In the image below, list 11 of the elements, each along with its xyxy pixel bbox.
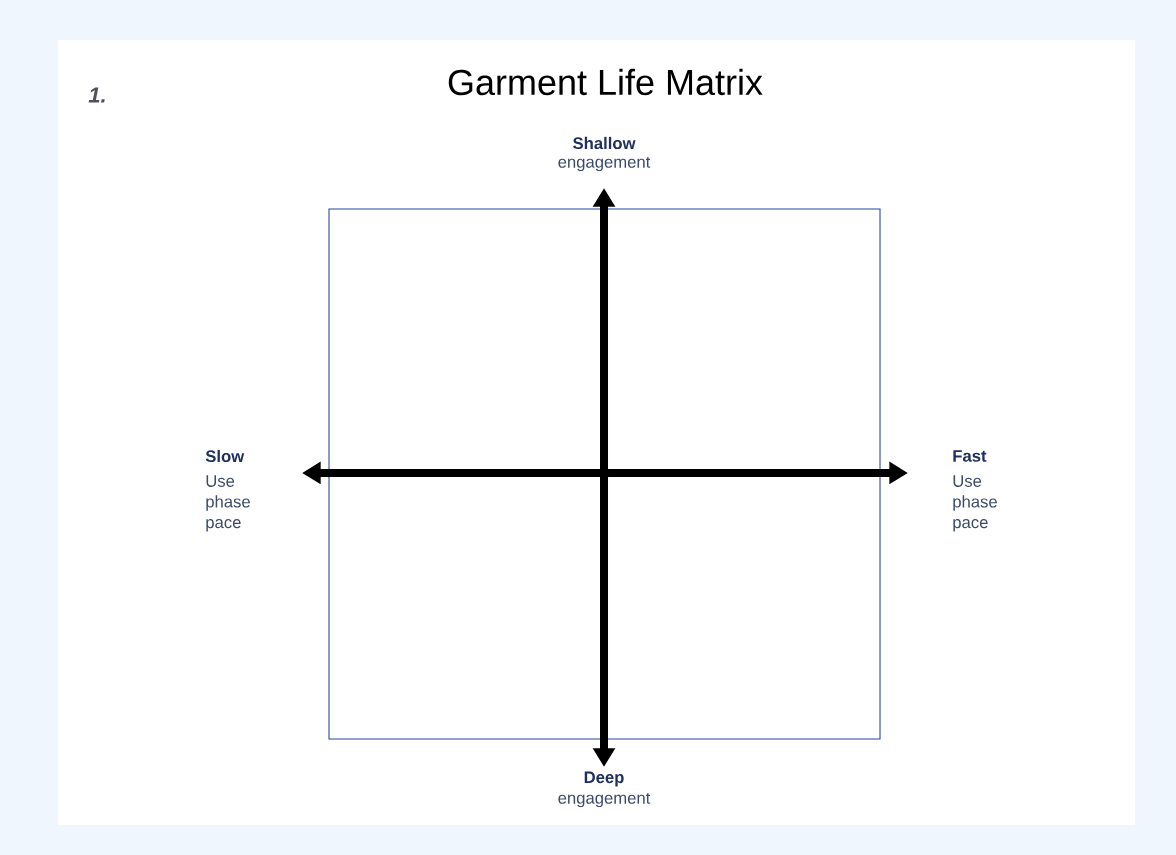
axis-label: Use phase pace — [953, 475, 997, 532]
title: Garment Life Matrix — [448, 68, 763, 96]
axis-label: Fast — [953, 450, 987, 462]
figure-number: 1. — [88, 87, 105, 103]
axis-label: Use phase pace — [206, 475, 250, 532]
axis-label: engagement — [558, 792, 651, 808]
axis-label: Shallow — [573, 136, 636, 150]
axis-label: Deep — [584, 771, 624, 787]
axis-label: Slow — [205, 449, 245, 463]
axis-label: engagement — [558, 156, 651, 172]
matrix-frame — [328, 208, 881, 740]
